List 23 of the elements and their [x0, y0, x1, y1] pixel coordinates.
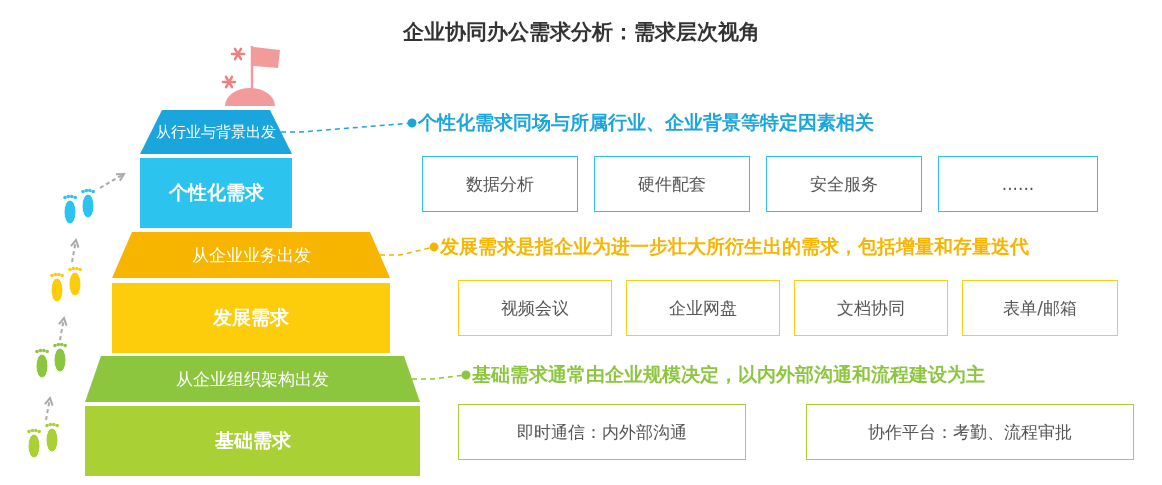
feature-box: 文档协同	[794, 280, 948, 336]
feature-box: 数据分析	[422, 156, 578, 212]
feature-box: 安全服务	[766, 156, 922, 212]
leader-line	[379, 242, 439, 256]
tier-block: 发展需求	[112, 283, 390, 353]
note-text: 基础需求通常由企业规模决定，以内外部沟通和流程建设为主	[472, 360, 985, 390]
tier-block: 个性化需求	[140, 158, 292, 228]
feature-box: 协作平台：考勤、流程审批	[806, 404, 1134, 460]
feature-box: 即时通信：内外部沟通	[458, 404, 746, 460]
leader-line	[411, 370, 471, 380]
feature-box: 视频会议	[458, 280, 612, 336]
leader-line	[280, 118, 417, 133]
trapezoid-band: 从行业与背景出发	[140, 110, 292, 154]
feature-box: 硬件配套	[594, 156, 750, 212]
feature-box: ......	[938, 156, 1098, 212]
trapezoid-band: 从企业业务出发	[112, 232, 390, 278]
trapezoid-band: 从企业组织架构出发	[85, 356, 420, 402]
feature-box: 企业网盘	[626, 280, 780, 336]
note-text: 发展需求是指企业为进一步壮大所衍生出的需求，包括增量和存量迭代	[440, 232, 1029, 262]
title: 企业协同办公需求分析：需求层次视角	[401, 19, 761, 46]
tier-block: 基础需求	[85, 406, 420, 476]
feature-box: 表单/邮箱	[962, 280, 1118, 336]
note-text: 个性化需求同场与所属行业、企业背景等特定因素相关	[418, 108, 874, 138]
